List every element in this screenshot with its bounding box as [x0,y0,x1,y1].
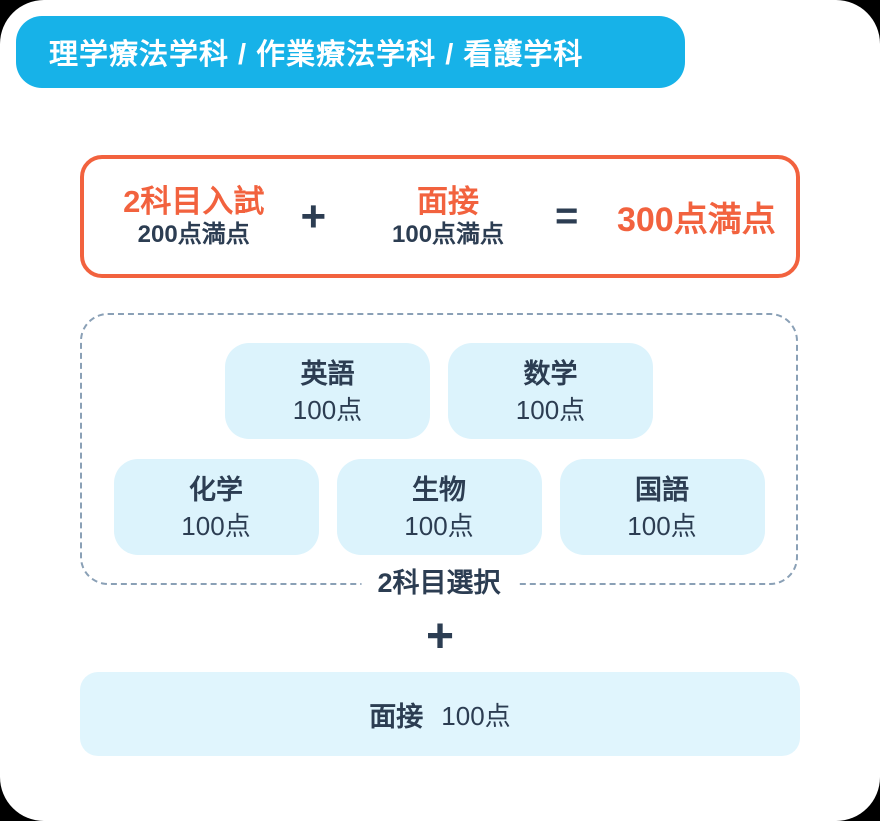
equals-operator-icon: = [555,194,579,238]
subject-card: 英語 100点 [225,343,430,439]
formula-exam: 2科目入試 200点満点 [104,184,283,250]
formula-interview-label: 面接 [417,183,480,219]
subject-name: 化学 [189,474,243,505]
plus-connector-icon: + [425,610,455,663]
formula-interview: 面接 100点満点 [373,184,523,250]
formula-interview-points: 100点満点 [392,220,505,248]
subject-name: 生物 [412,474,466,505]
interview-score: 100点 [441,700,511,731]
interview-bar: 面接 100点 [80,672,800,756]
formula-exam-points: 200点満点 [137,220,250,248]
subject-card: 数学 100点 [448,343,653,439]
plus-operator-icon: + [300,191,327,241]
selection-label: 2科目選択 [361,565,517,601]
formula-box: 2科目入試 200点満点 + 面接 100点満点 = 300点満点 [80,155,800,278]
subject-row-bottom: 化学 100点 生物 100点 国語 100点 [82,459,796,555]
subject-card: 生物 100点 [336,459,542,555]
subject-card: 国語 100点 [559,459,765,555]
subject-score: 100点 [181,510,251,541]
subject-name: 国語 [635,474,689,505]
formula-exam-label: 2科目入試 [123,183,265,219]
subject-score: 100点 [404,510,474,541]
interview-label: 面接 [369,701,424,732]
formula-total: 300点満点 [616,201,776,239]
subject-score: 100点 [515,394,586,425]
subject-selection-box: 英語 100点 数学 100点 化学 100点 生物 100点 国語 100点 … [80,313,798,601]
subject-name: 英語 [300,358,355,389]
subject-score: 100点 [292,394,363,425]
page-header: 理学療法学科 / 作業療法学科 / 看護学科 [16,16,685,88]
subject-name: 数学 [523,358,578,389]
page-title: 理学療法学科 / 作業療法学科 / 看護学科 [49,39,584,71]
subject-card: 化学 100点 [113,459,319,555]
subject-row-top: 英語 100点 数学 100点 [82,343,796,439]
subject-score: 100点 [627,510,697,541]
